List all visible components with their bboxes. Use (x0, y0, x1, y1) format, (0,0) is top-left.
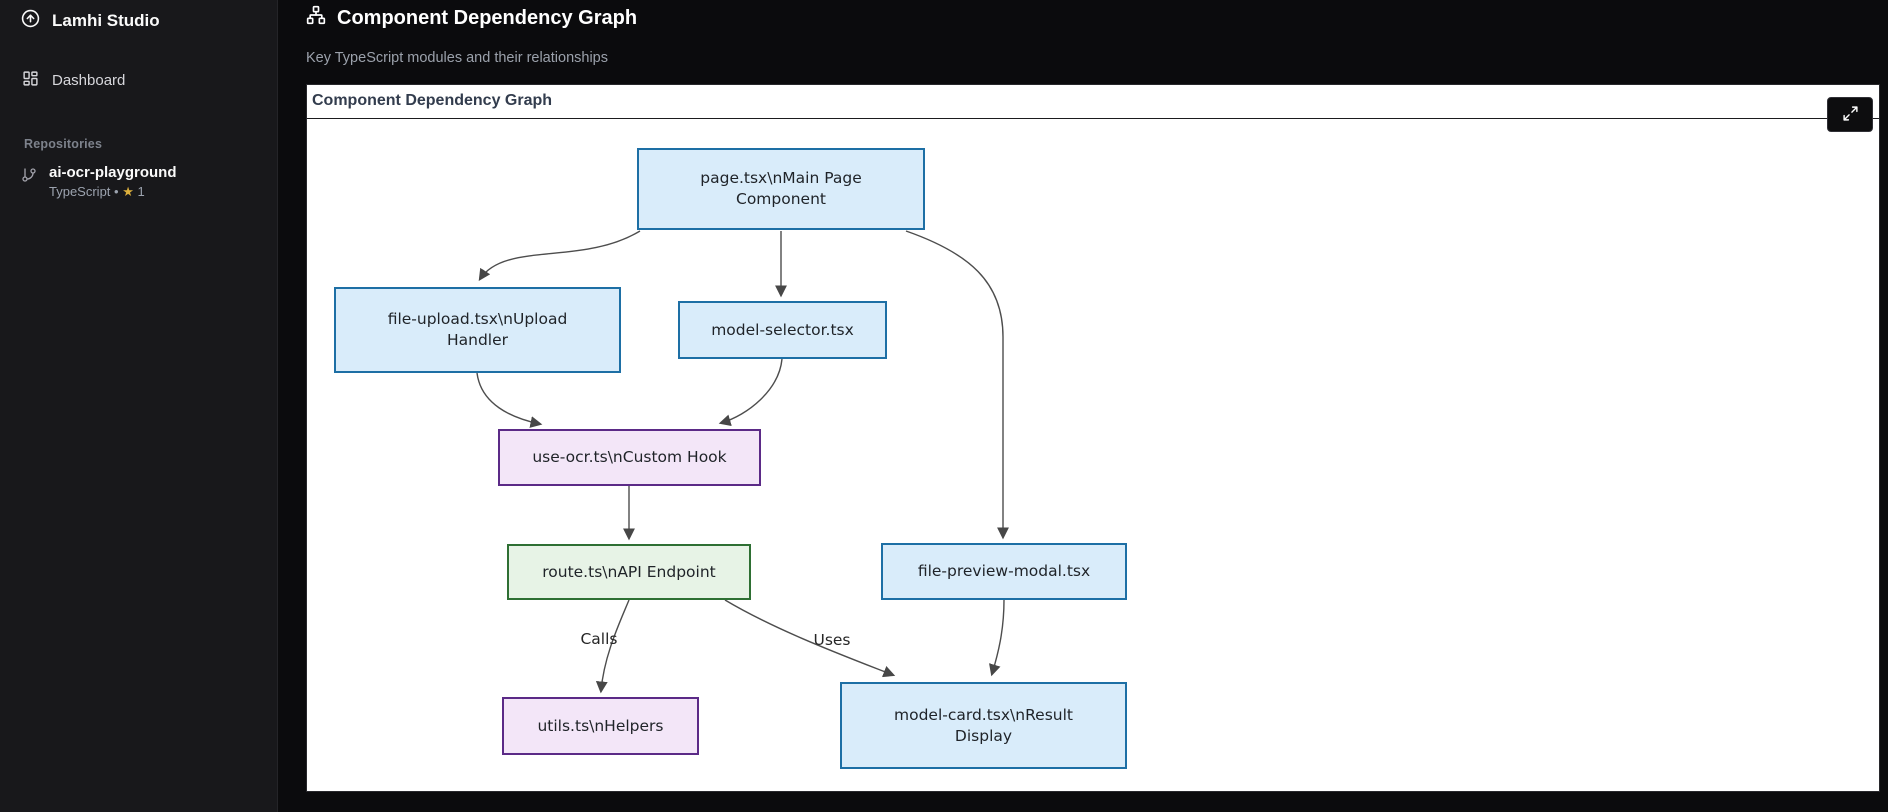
repo-language: TypeScript (49, 184, 111, 199)
node-utils-ts: utils.ts\nHelpers (502, 697, 699, 755)
panel-title: Component Dependency Graph (307, 85, 1879, 119)
repo-info: ai-ocr-playground TypeScript • ★ 1 (49, 164, 177, 200)
repo-name: ai-ocr-playground (49, 164, 177, 181)
node-use-ocr-ts: use-ocr.ts\nCustom Hook (498, 429, 761, 486)
expand-button[interactable] (1827, 97, 1873, 132)
dependency-graph: page.tsx\nMain Page Component file-uploa… (307, 119, 1879, 792)
diagram-panel: Component Dependency Graph (306, 84, 1880, 792)
sidebar-item-repo[interactable]: ai-ocr-playground TypeScript • ★ 1 (0, 164, 277, 200)
node-file-preview-modal-tsx: file-preview-modal.tsx (881, 543, 1127, 600)
edge-route-utils (595, 599, 630, 694)
git-branch-icon (21, 164, 37, 188)
node-model-selector-tsx: model-selector.tsx (678, 301, 887, 359)
sidebar-item-dashboard[interactable]: Dashboard (0, 64, 277, 97)
app-brand[interactable]: Lamhi Studio (0, 0, 277, 33)
edge-page-fileupload (478, 230, 641, 281)
sidebar: Lamhi Studio Dashboard Repositories ai-o… (0, 0, 278, 812)
page-header: Component Dependency Graph (306, 5, 1880, 31)
dashboard-icon (22, 70, 39, 91)
node-route-ts: route.ts\nAPI Endpoint (507, 544, 751, 600)
sidebar-item-label: Dashboard (52, 72, 126, 89)
repo-separator: • (114, 184, 119, 199)
node-model-card-tsx: model-card.tsx\nResult Display (840, 682, 1127, 769)
repositories-section-label: Repositories (24, 137, 103, 151)
edge-page-filepreview (905, 230, 1009, 540)
edge-route-modelcard (724, 599, 896, 678)
edge-filepreview-modelcard (989, 599, 1005, 677)
edge-label-calls: Calls (580, 630, 618, 648)
page-subtitle: Key TypeScript modules and their relatio… (306, 50, 608, 66)
app-name: Lamhi Studio (52, 11, 160, 30)
maximize-icon (1842, 105, 1859, 125)
node-file-upload-tsx: file-upload.tsx\nUpload Handler (334, 287, 621, 373)
repo-meta: TypeScript • ★ 1 (49, 184, 177, 200)
edge-label-uses: Uses (813, 631, 851, 649)
star-icon: ★ (122, 184, 134, 199)
graph-edges (476, 230, 1009, 694)
page-title: Component Dependency Graph (337, 7, 638, 29)
edge-fileupload-useocr (476, 372, 543, 428)
edge-modelselector-useocr (718, 358, 783, 426)
arrow-up-circle-icon (21, 9, 40, 33)
repo-star-count: 1 (137, 184, 145, 199)
main-content: Component Dependency Graph Key TypeScrip… (279, 0, 1888, 792)
network-icon (306, 5, 326, 31)
node-page-tsx: page.tsx\nMain Page Component (637, 148, 925, 230)
